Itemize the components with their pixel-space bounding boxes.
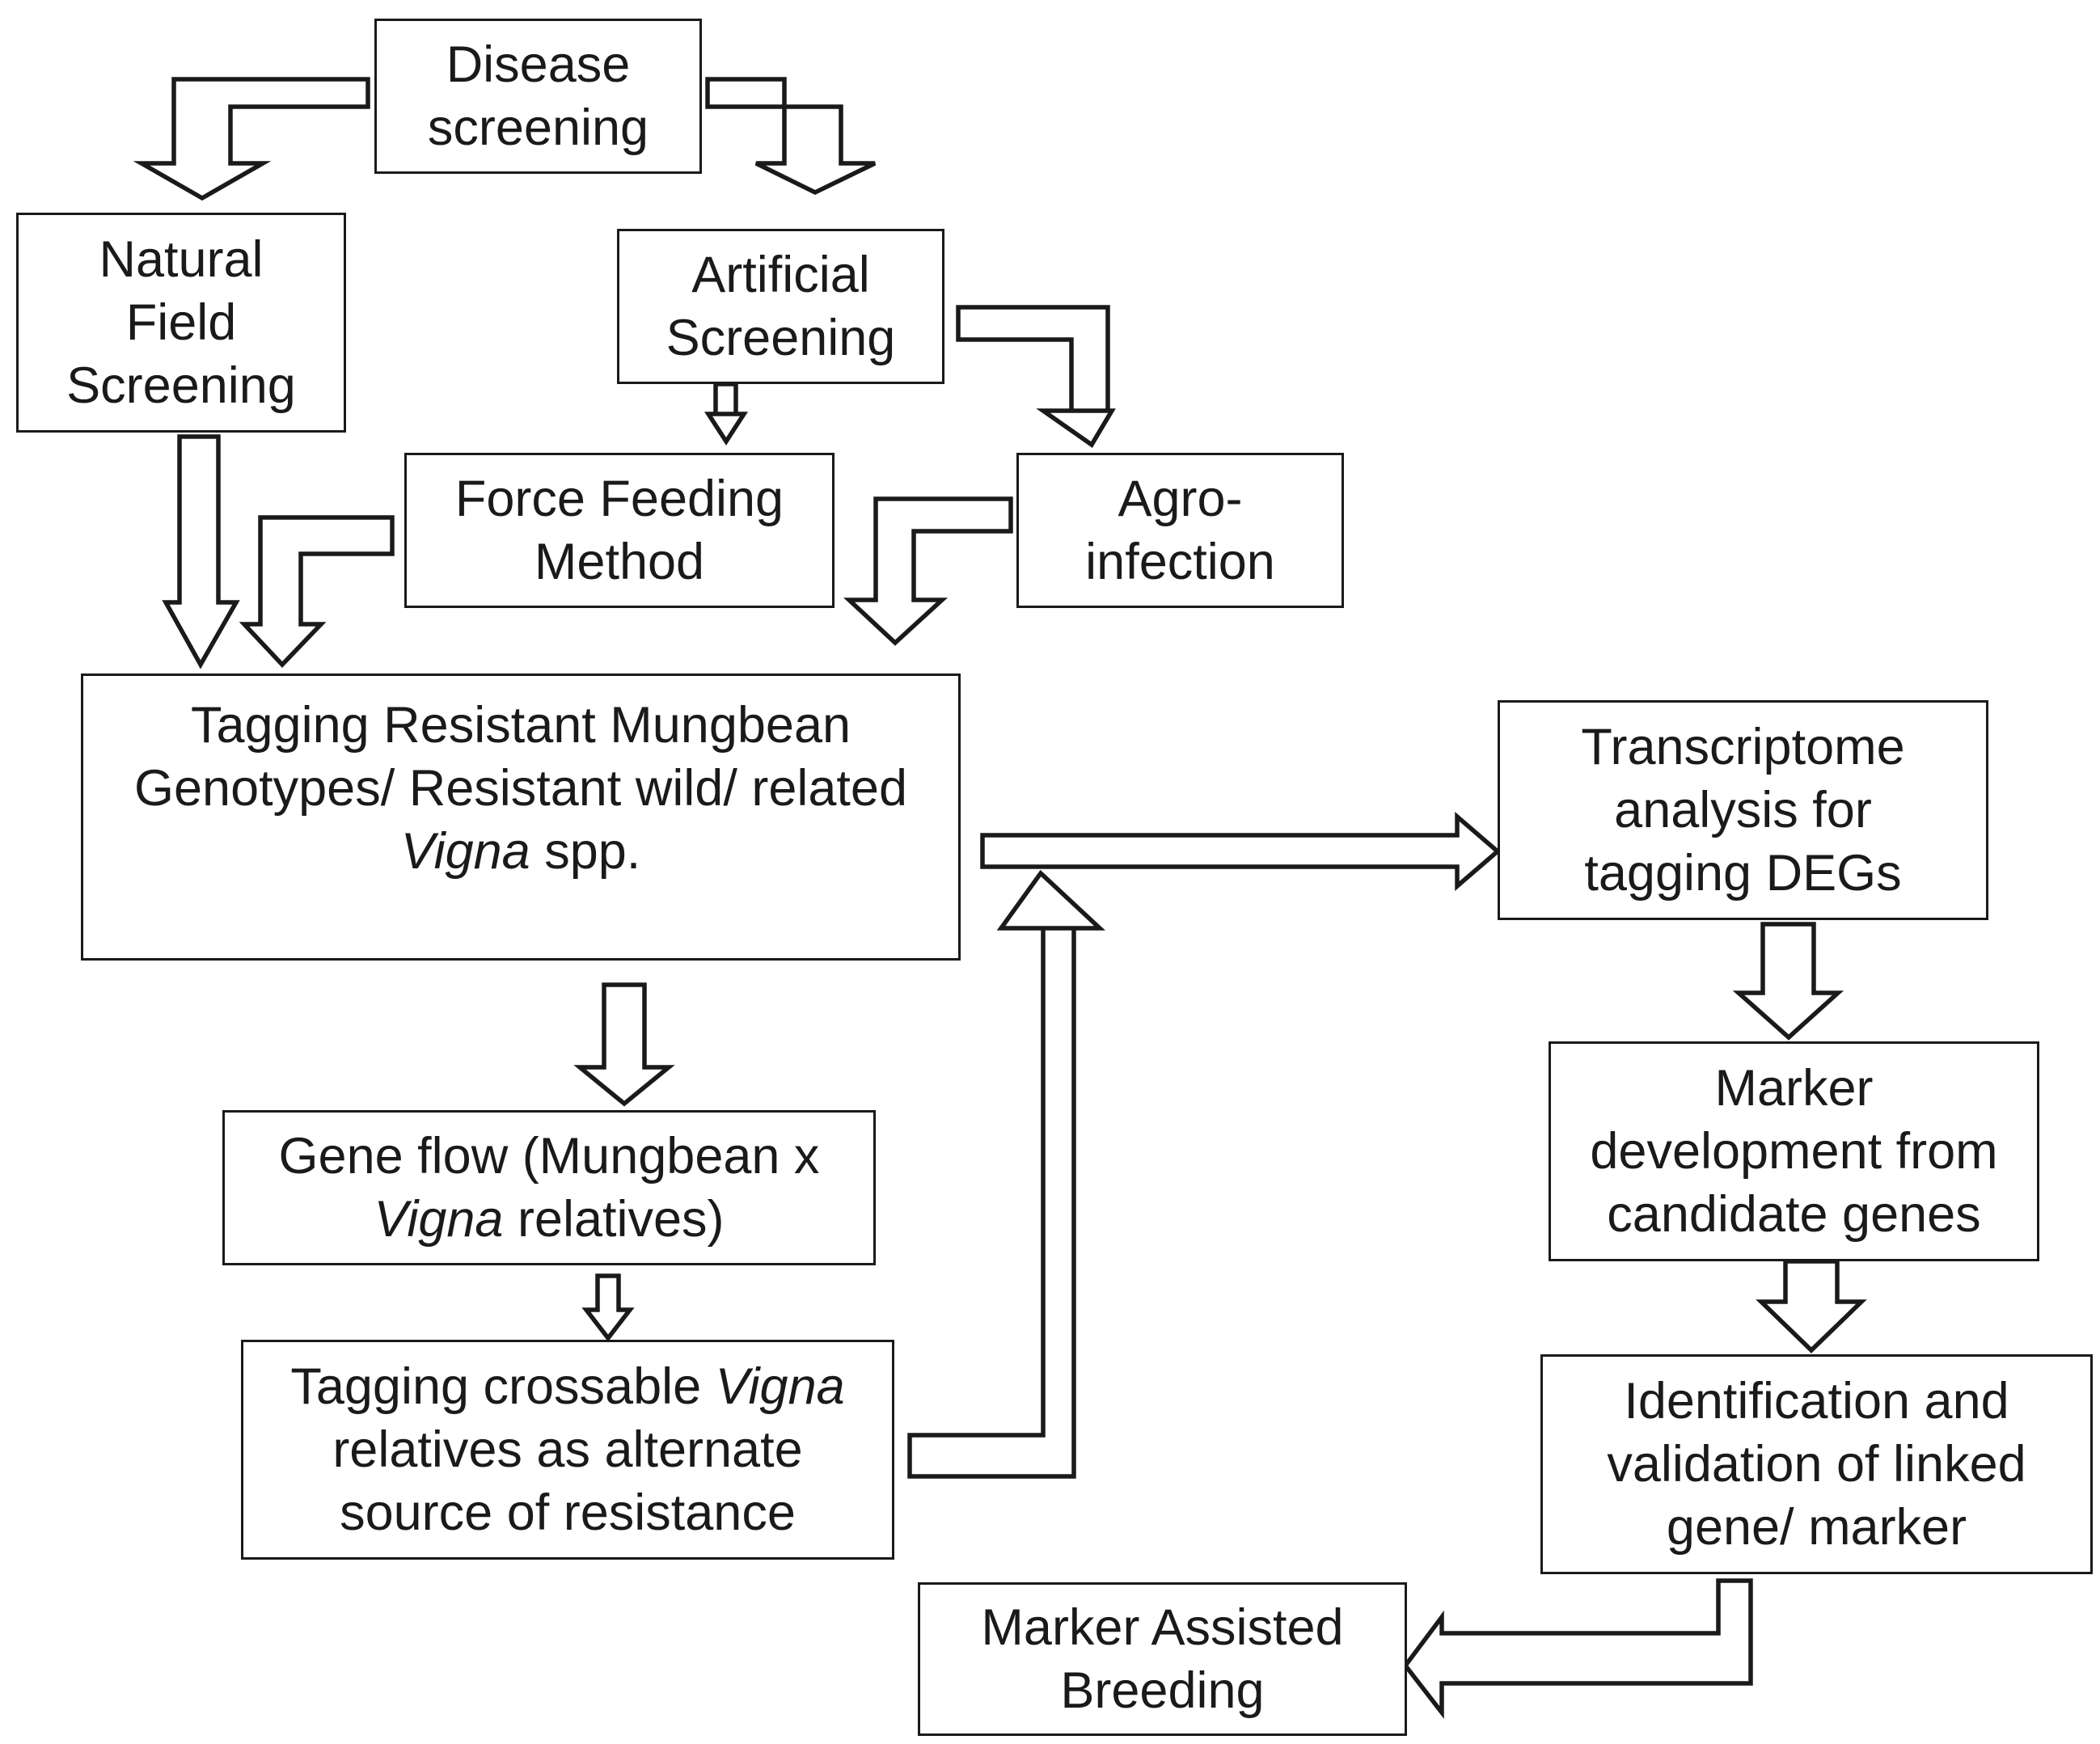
- node-natural-field-screening: Natural Field Screening: [16, 213, 346, 433]
- node-label-line: Agro-: [1118, 471, 1243, 527]
- node-label-line: Artificial: [691, 247, 870, 303]
- arrow-agro-to-tagging: [843, 496, 1013, 646]
- node-label-line: screening: [427, 99, 649, 156]
- node-marker-development: Marker development from candidate genes: [1549, 1041, 2039, 1261]
- node-label-text: spp.: [530, 823, 641, 880]
- node-artificial-screening: Artificial Screening: [617, 229, 944, 384]
- arrow-crossable-to-main: [907, 869, 1105, 1479]
- node-label-line: Tagging Resistant Mungbean: [190, 697, 851, 754]
- node-gene-flow: Gene flow (Mungbean x Vigna relatives): [222, 1110, 876, 1265]
- node-force-feeding-method: Force Feeding Method: [404, 453, 835, 608]
- node-agro-infection: Agro- infection: [1016, 453, 1344, 608]
- node-label-line: Tagging crossable Vigna: [290, 1355, 844, 1418]
- arrow-identification-to-mab: [1402, 1578, 1753, 1720]
- arrow-marker-to-identification: [1756, 1259, 1867, 1353]
- node-label-text: relatives): [503, 1191, 725, 1248]
- node-tagging-resistant-genotypes: Tagging Resistant Mungbean Genotypes/ Re…: [81, 674, 961, 961]
- node-label-line: Screening: [665, 310, 896, 366]
- arrow-artificial-to-force: [704, 382, 749, 446]
- species-genus-text: Vigna: [400, 823, 530, 880]
- arrow-transcriptome-to-marker: [1732, 922, 1844, 1041]
- node-label-line: source of resistance: [340, 1484, 796, 1541]
- node-label-line: Gene flow (Mungbean x: [278, 1128, 820, 1184]
- arrow-artificial-to-agro: [956, 305, 1116, 448]
- node-label-line: candidate genes: [1607, 1186, 1981, 1243]
- node-tagging-crossable-vigna: Tagging crossable Vigna relatives as alt…: [241, 1340, 894, 1560]
- node-label-line: Transcriptome: [1581, 719, 1905, 775]
- node-label-line: Natural: [99, 231, 264, 288]
- node-label-line: relatives as alternate: [332, 1421, 803, 1478]
- node-label-line: Genotypes/ Resistant wild/ related: [134, 760, 907, 817]
- arrow-natural-to-tagging: [162, 434, 240, 669]
- node-label-line: gene/ marker: [1666, 1499, 1967, 1556]
- node-label-line: Disease: [446, 36, 631, 93]
- node-label-line: Marker Assisted: [981, 1599, 1344, 1656]
- arrow-disease-to-artificial: [705, 77, 877, 196]
- node-marker-assisted-breeding: Marker Assisted Breeding: [918, 1582, 1407, 1736]
- node-identification-validation: Identification and validation of linked …: [1540, 1354, 2093, 1574]
- node-label-line: Marker: [1714, 1060, 1874, 1117]
- node-label-line: validation of linked: [1607, 1436, 2026, 1493]
- node-label-line: Method: [534, 534, 705, 590]
- arrow-tagging-to-transcriptome: [980, 812, 1502, 891]
- species-genus-text: Vigna: [374, 1191, 504, 1248]
- node-label-text: Tagging crossable: [290, 1358, 716, 1415]
- node-label-line: development from: [1590, 1123, 1998, 1180]
- node-label-line: Vigna spp.: [134, 820, 907, 883]
- node-label-line: Breeding: [1060, 1662, 1265, 1719]
- node-label-line: Force Feeding: [454, 471, 784, 527]
- arrow-disease-to-natural: [133, 77, 370, 201]
- arrow-force-to-tagging: [239, 515, 395, 668]
- node-label-line: Vigna relatives): [279, 1188, 820, 1251]
- node-label-line: Field: [125, 294, 237, 351]
- node-label-line: Screening: [66, 357, 296, 414]
- species-genus-text: Vigna: [715, 1358, 845, 1415]
- node-label-line: Identification and: [1624, 1373, 2009, 1429]
- node-label-line: analysis for: [1614, 782, 1872, 838]
- node-label-line: tagging DEGs: [1584, 845, 1902, 902]
- node-label-line: infection: [1085, 534, 1275, 590]
- node-disease-screening: Disease screening: [374, 19, 702, 174]
- arrow-geneflow-to-crossable: [581, 1273, 635, 1342]
- node-transcriptome-analysis: Transcriptome analysis for tagging DEGs: [1498, 700, 1988, 920]
- arrow-tagging-to-geneflow: [573, 982, 675, 1107]
